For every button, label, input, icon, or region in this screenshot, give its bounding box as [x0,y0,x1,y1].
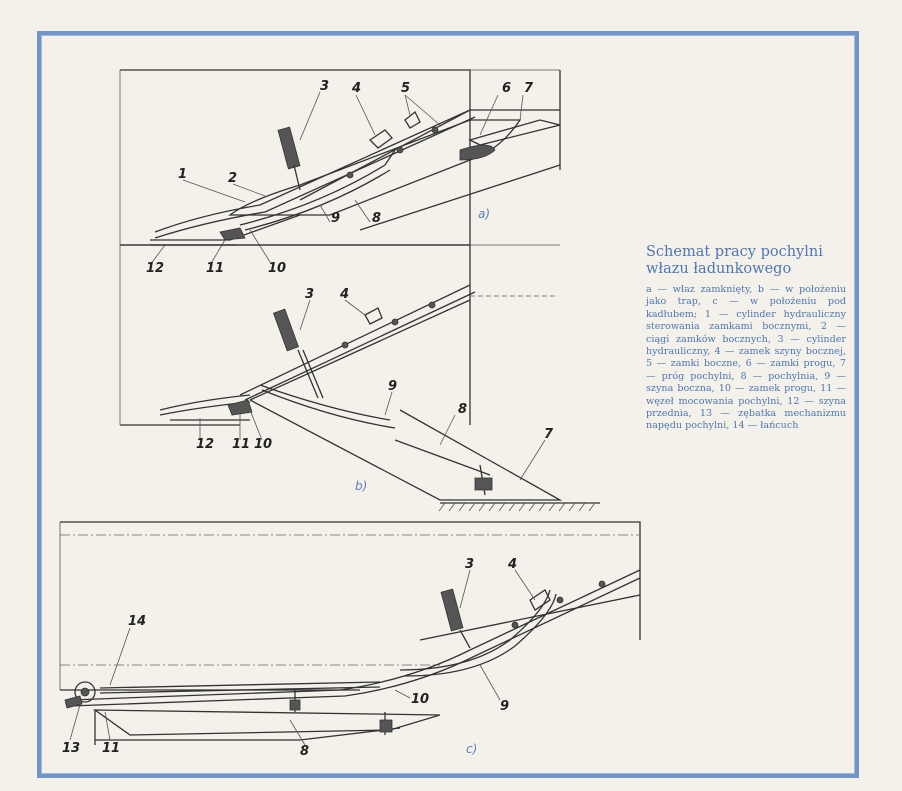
view-b: 3 4 9 8 7 12 11 10 b) [119,244,600,512]
label-11: 11 [232,437,250,452]
label-14: 14 [128,614,146,629]
label-4: 4 [339,287,349,302]
label-12: 12 [196,437,214,452]
label-6: 6 [502,81,511,96]
label-10: 10 [411,692,429,707]
label-7: 7 [544,427,554,442]
label-10: 10 [254,437,272,452]
label-13: 13 [62,741,80,756]
caption-legend: a — właz zamknięty, b — w położeniu jako… [646,284,846,432]
label-9: 9 [331,211,340,226]
label-2: 2 [228,171,237,186]
sublabel-c: c) [466,742,477,756]
label-5: 5 [401,81,410,96]
label-4: 4 [351,81,361,96]
label-9: 9 [500,699,509,714]
label-10: 10 [268,261,286,276]
caption-title: Schemat pracy pochylni włazu ładunkowego [646,244,823,277]
label-7: 7 [524,81,534,96]
sublabel-a: a) [478,207,490,221]
label-8: 8 [458,402,467,417]
label-3: 3 [305,287,314,302]
label-9: 9 [388,379,397,394]
inner-frame [41,35,855,774]
label-4: 4 [507,557,517,572]
label-1: 1 [178,167,187,182]
label-8: 8 [372,211,381,226]
label-11: 11 [102,741,120,756]
sublabel-b: b) [355,479,367,493]
label-3: 3 [320,79,329,94]
label-3: 3 [465,557,474,572]
outer-frame [37,31,859,778]
label-8: 8 [300,744,309,759]
label-11: 11 [206,261,224,276]
view-c: 3 4 9 10 8 14 13 11 c) [59,521,641,759]
view-a: 1 2 3 4 5 6 7 8 9 10 11 12 a) [119,69,561,276]
figure-caption: Schemat pracy pochylni włazu ładunkowego… [646,244,846,433]
label-12: 12 [146,261,164,276]
